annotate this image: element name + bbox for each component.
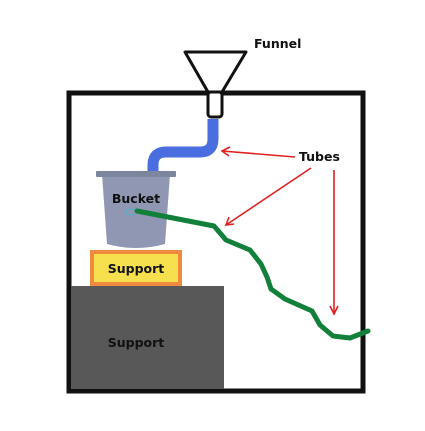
arrow-to-tube-end-head (329, 305, 339, 316)
large-support-block (71, 286, 224, 389)
green-tube (134, 208, 371, 341)
blue-tube (147, 119, 219, 186)
arrow-to-green-tube-head (224, 216, 235, 226)
large-support-label: Support (108, 335, 165, 350)
funnel-stem (206, 90, 224, 119)
arrow-to-blue-tube (221, 150, 296, 158)
small-support-block (90, 250, 182, 286)
small-support-label: Support (108, 261, 165, 276)
arrow-to-green-tube (225, 167, 312, 226)
funnel-label: Funnel (254, 36, 301, 51)
funnel-cone (183, 50, 248, 94)
bucket-label: Bucket (112, 191, 160, 206)
bucket-rim (96, 171, 176, 177)
tube-arrows (220, 146, 339, 316)
arrow-to-blue-tube-head (220, 146, 231, 157)
tubes-label: Tubes (299, 149, 340, 164)
